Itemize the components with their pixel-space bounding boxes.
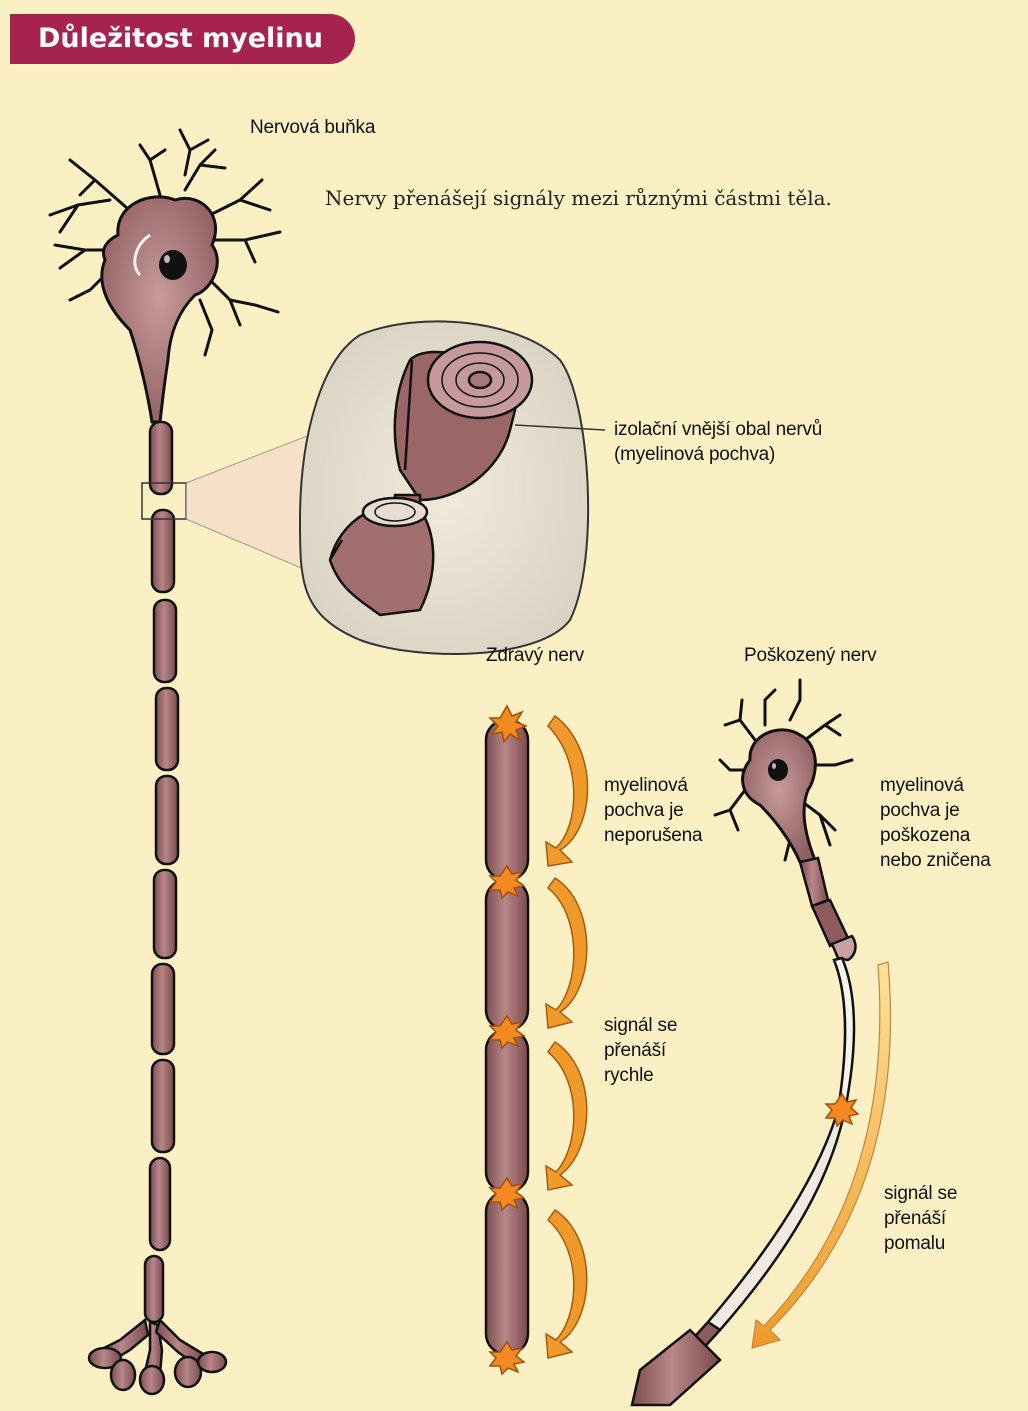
slow-label-1: signál se [884,1182,957,1205]
damaged-node [826,1094,858,1126]
slow-label-3: pomalu [884,1232,945,1255]
sheath-label-line1: izolační vnější obal nervů [614,418,822,441]
fast-signal-arrows [546,716,588,1358]
healthy-nerve-label: Zdravý nerv [486,644,584,667]
nucleus-highlight [164,255,170,263]
sheath-label-line2: (myelinová pochva) [614,443,775,466]
intro-text: Nervy přenášejí signály mezi různými čás… [325,186,832,210]
intact-label-3: neporušena [604,824,702,847]
fast-label-1: signál se [604,1014,677,1037]
fast-label-2: přenáší [604,1039,666,1062]
slow-label-2: přenáší [884,1207,946,1230]
nucleus [159,250,187,280]
fast-label-3: rychle [604,1064,653,1087]
damaged-label-3: poškozena [880,824,970,847]
axon-terminals [89,1320,226,1394]
damaged-nerve-label: Poškozený nerv [744,644,876,667]
damaged-cell-body [743,730,816,862]
damaged-label-2: pochva je [880,799,960,822]
damaged-nucleus [768,759,788,781]
damaged-axon [632,858,855,1405]
damaged-label-4: nebo zničena [880,849,991,872]
cell-body [102,197,217,422]
damaged-nucleus-highlight [772,763,776,769]
nerve-cell-label: Nervová buňka [250,116,375,139]
intact-label-1: myelinová [604,774,688,797]
damaged-label-1: myelinová [880,774,964,797]
axon-segments [145,422,178,1322]
intact-label-2: pochva je [604,799,684,822]
